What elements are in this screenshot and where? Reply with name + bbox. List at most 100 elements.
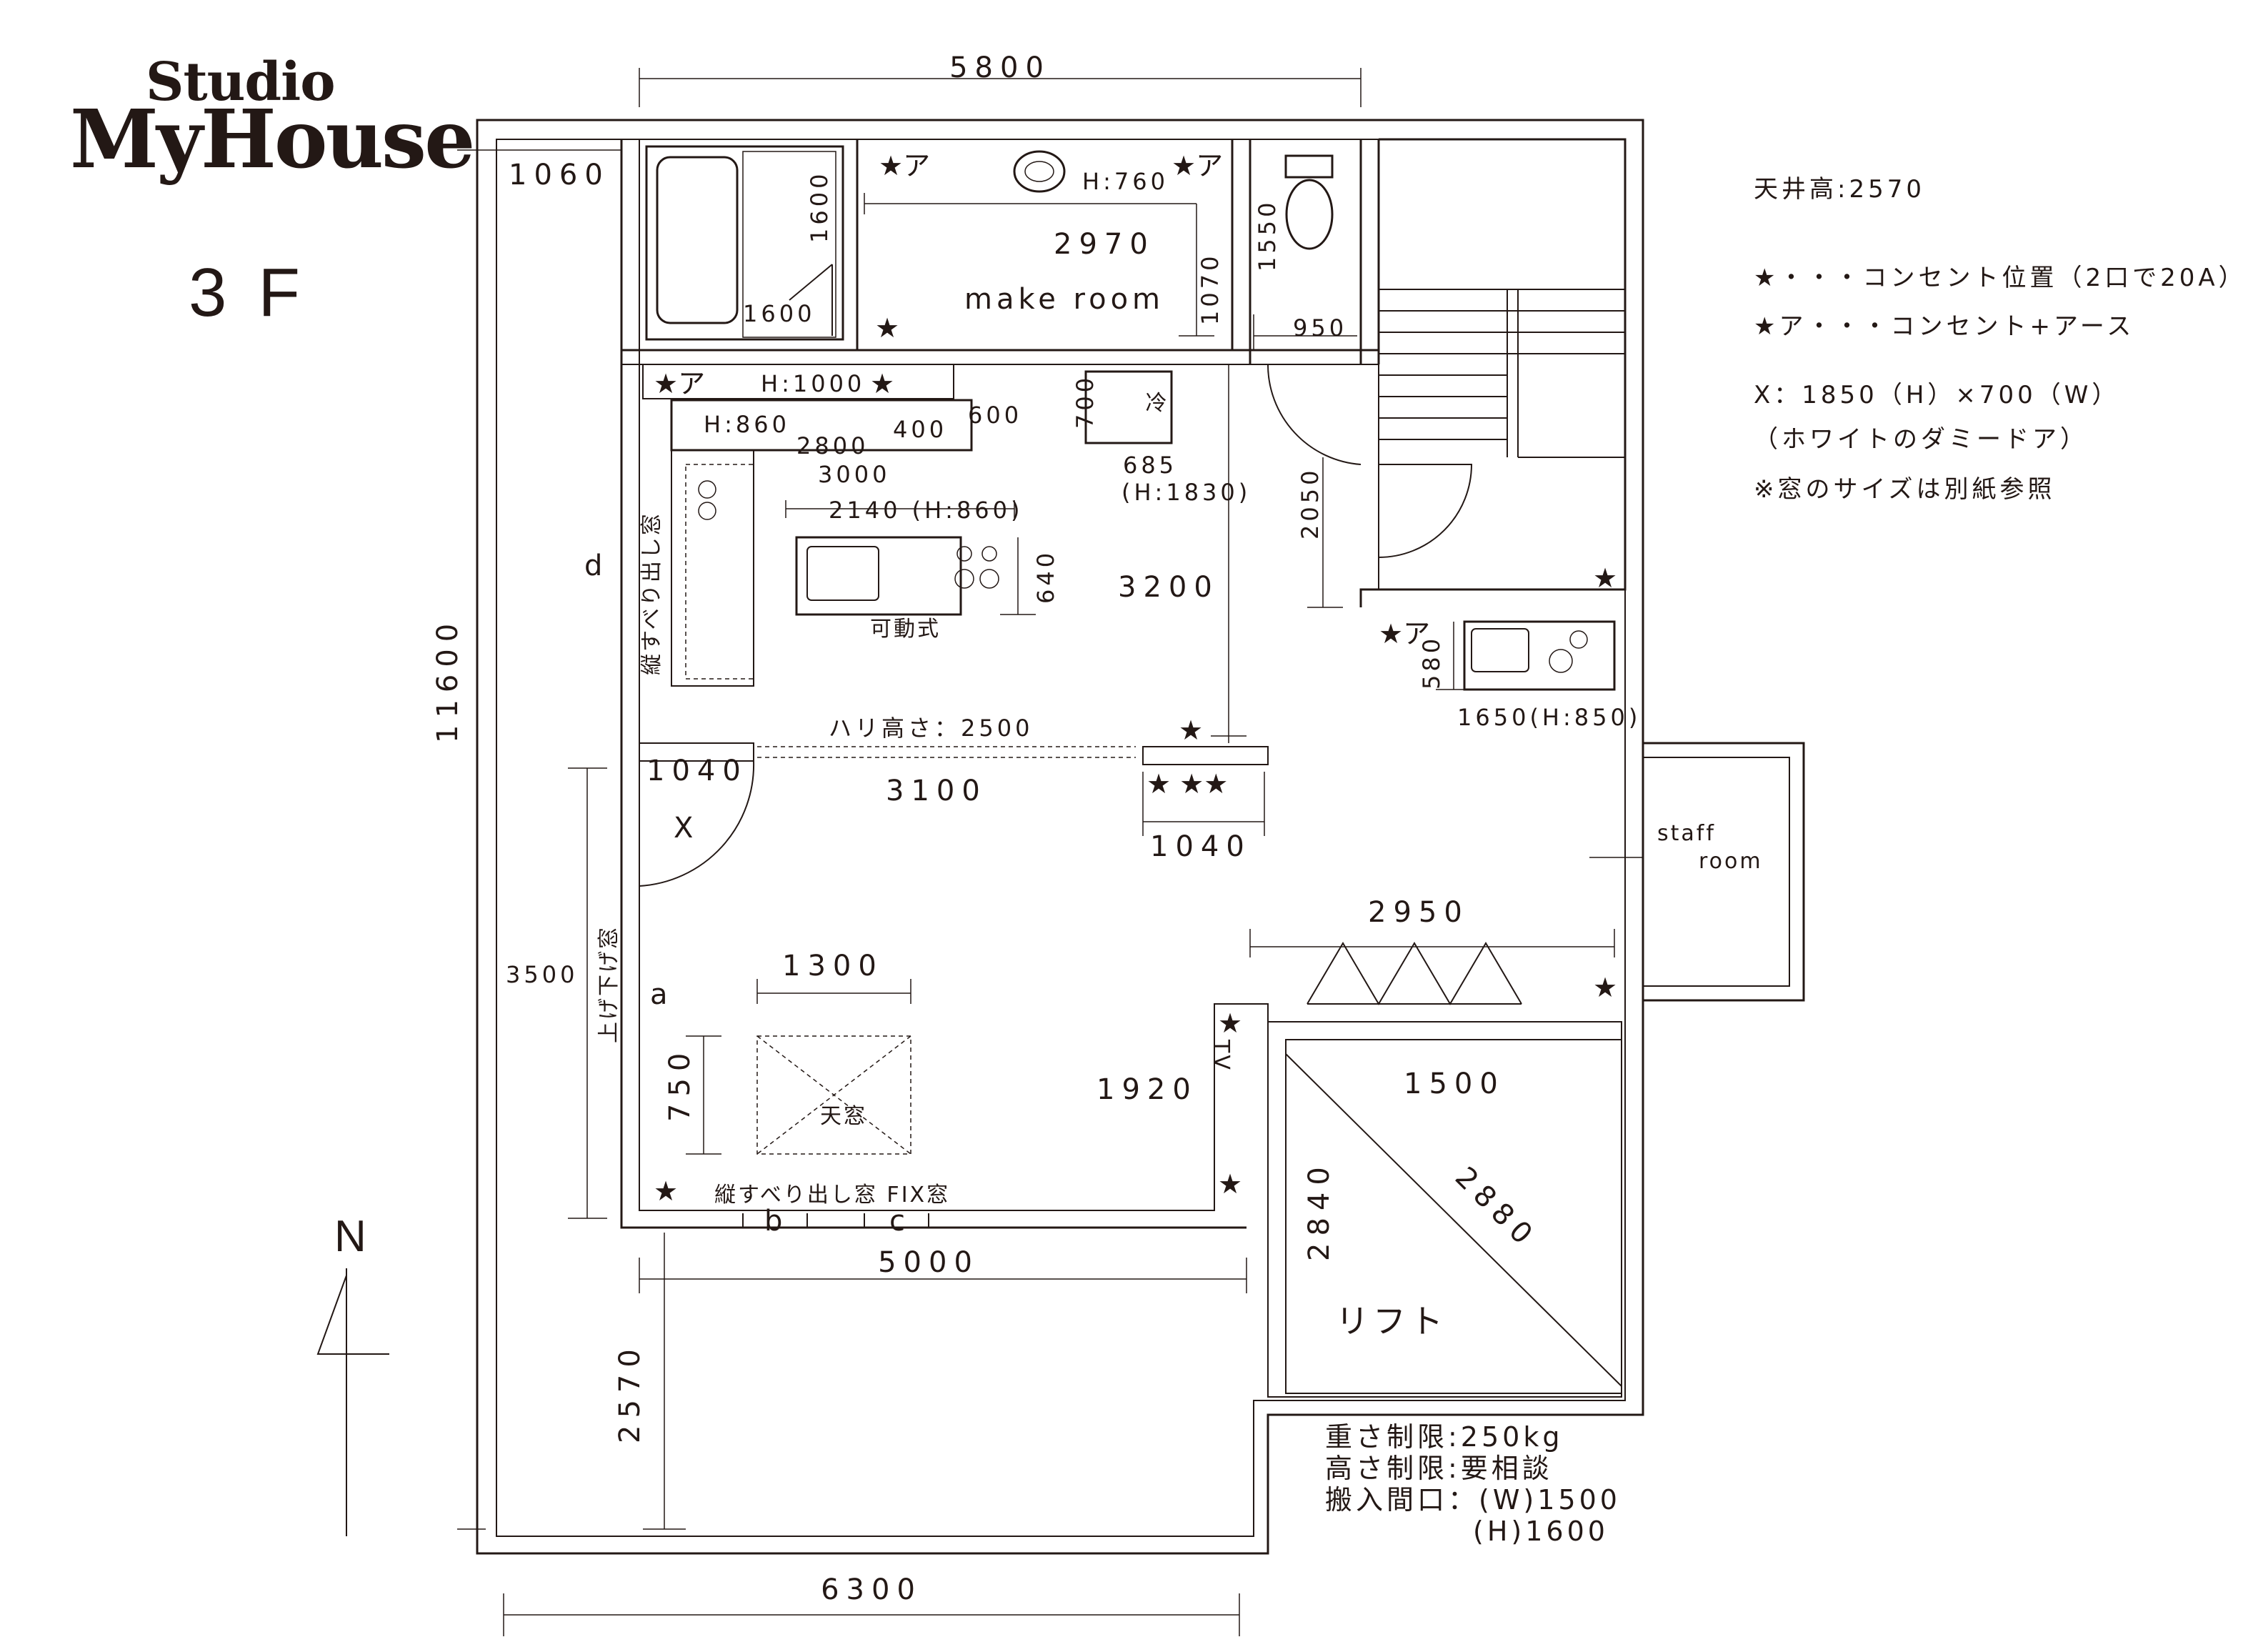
toilet-bowl <box>1285 179 1334 250</box>
dim-island-depth: 640 <box>1032 549 1059 604</box>
dim-left-bottom: 2570 <box>614 1342 646 1443</box>
dim-kitchen-3200: 3200 <box>1118 571 1219 604</box>
lift-weight-limit: 重さ制限:250kg <box>1325 1421 1564 1453</box>
lift-diagonal <box>1285 1053 1622 1387</box>
brand-myhouse: MyHouse <box>70 93 475 186</box>
dim-fridge-685: 685 <box>1123 452 1177 479</box>
wc-door-swing <box>1267 364 1362 465</box>
dim-wall-1040: 1040 <box>1150 830 1252 863</box>
outlet-earth-2: ★ア <box>1172 150 1223 181</box>
dim-stair-2050: 2050 <box>1297 467 1324 539</box>
floor-label: 3F <box>189 254 332 331</box>
bath-area <box>645 145 844 341</box>
dim-island: 2140 (H:860) <box>829 497 1024 524</box>
dim-fridge-h: (H:1830) <box>1121 479 1251 506</box>
make-room-label: make room <box>964 283 1164 316</box>
dim-left-mid: 3500 <box>506 961 578 988</box>
bathtub <box>656 156 739 324</box>
lift-label: リフト <box>1336 1302 1447 1340</box>
outlet-4: ★ <box>1179 715 1203 746</box>
dim-sink-height: H:760 <box>1082 168 1169 195</box>
outlet-legend: ★・・・コンセント位置（2口で20A） <box>1754 264 2247 292</box>
beam-height-label: ハリ高さ：2500 <box>829 715 1033 742</box>
dim-left-height: 11600 <box>431 617 464 743</box>
window-size-note: ※窓のサイズは別紙参照 <box>1754 475 2056 504</box>
back-cabinet <box>670 399 973 452</box>
side-counter <box>671 449 754 687</box>
dim-top-width: 5800 <box>949 51 1051 84</box>
dim-beam-3100: 3100 <box>886 775 987 807</box>
outlet-double: ★ ★★ <box>1147 768 1228 800</box>
dim-sky-750: 750 <box>664 1046 696 1122</box>
outlet-5: ★ <box>1593 972 1617 1003</box>
toilet-tank <box>1284 154 1334 179</box>
dim-bath-h: 1600 <box>806 171 833 243</box>
dummy-door-swing <box>639 760 755 887</box>
dim-fridge-700: 700 <box>1071 374 1099 429</box>
dim-cab-400: 400 <box>893 416 947 443</box>
dummy-door-desc-note: （ホワイトのダミードア） <box>1754 425 2088 454</box>
window-sash-label: 上げ下げ窓 <box>596 925 621 1043</box>
staff-room-label-1: staff <box>1657 821 1716 846</box>
window-casement-label: 縦すべり出し窓 <box>639 512 664 675</box>
window-casement-fix-label: 縦すべり出し窓 FIX窓 <box>714 1183 950 1208</box>
dim-closet-2950: 2950 <box>1368 896 1469 929</box>
skylight <box>756 1035 911 1155</box>
outer-wall-inner <box>496 139 1626 1537</box>
dim-bottom-width: 6300 <box>821 1573 922 1606</box>
outlet-7: ★ <box>1218 1168 1242 1200</box>
lift-opening-width: 搬入間口：(W)1500 <box>1325 1484 1621 1516</box>
stair-wall <box>1359 138 1627 607</box>
back-counter <box>642 364 954 399</box>
staff-room-label-2: room <box>1699 849 1763 874</box>
dim-cab-3000: 3000 <box>818 461 890 488</box>
window-d-label: d <box>584 549 606 582</box>
dim-cab-height: H:860 <box>704 411 790 438</box>
dim-tv-1920: 1920 <box>1096 1073 1198 1106</box>
ceiling-height-note: 天井高:2570 <box>1754 175 1925 204</box>
sink-counter <box>1463 620 1616 691</box>
dummy-door-label: X <box>674 812 697 845</box>
brand-studio: Studio <box>146 51 336 113</box>
dim-makeroom-w: 2970 <box>1054 228 1155 261</box>
outlet-earth-legend: ★ア・・・コンセント+アース <box>1754 312 2135 341</box>
outer-wall <box>476 119 1644 1555</box>
skylight-label: 天窓 <box>820 1104 867 1129</box>
movable-label: 可動式 <box>870 617 941 642</box>
dim-wc-h: 1550 <box>1254 199 1281 272</box>
staff-room-wall <box>1643 742 1805 1002</box>
dim-lift-2840: 2840 <box>1303 1160 1336 1261</box>
outlet-6: ★ <box>1218 1007 1242 1039</box>
window-c-label: c <box>889 1205 909 1238</box>
dim-left-top: 1060 <box>509 159 610 191</box>
island-sink <box>806 546 879 601</box>
outlet-8: ★ <box>654 1175 678 1207</box>
dim-counter-height: H:1000 <box>761 370 865 397</box>
dim-lift-2880: 2880 <box>1449 1161 1544 1256</box>
partition-wall <box>1142 746 1269 765</box>
outlet-earth-3: ★ア <box>654 368 705 399</box>
north-arrow-head <box>316 1275 389 1355</box>
dim-bath-w: 1600 <box>743 300 815 327</box>
lift-opening-height: (H)1600 <box>1473 1516 1609 1547</box>
dim-sink2-w: 1650(H:850) <box>1457 704 1641 731</box>
dim-sink2-580: 580 <box>1418 635 1445 690</box>
dummy-door-size-note: X：1850（H）×700（W） <box>1754 381 2120 409</box>
washbasin <box>1013 150 1066 193</box>
dim-lift-1500: 1500 <box>1404 1068 1505 1100</box>
tv-label: TV <box>1209 1039 1234 1072</box>
dim-cab-2800: 2800 <box>796 432 869 459</box>
outlet-earth-1: ★ア <box>879 150 930 181</box>
outlet-earth-4: ★ア <box>1379 618 1430 650</box>
outlet-2: ★ <box>870 368 894 399</box>
dim-cab-600: 600 <box>968 402 1022 429</box>
stairs <box>1379 289 1625 458</box>
dimension-lines <box>457 68 1643 1636</box>
dim-lower-width: 5000 <box>878 1246 979 1279</box>
fridge-label: 冷 <box>1146 391 1169 416</box>
main-room-wall <box>620 139 1247 1229</box>
dim-door-1040: 1040 <box>646 755 748 787</box>
window-a-label: a <box>650 978 672 1011</box>
dummy-door-frame <box>639 742 754 762</box>
